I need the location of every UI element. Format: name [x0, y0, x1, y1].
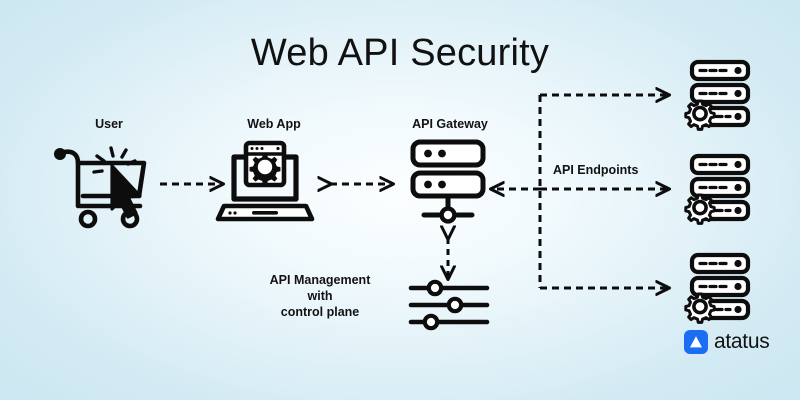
management-line-1: API Management — [269, 273, 371, 287]
brand-logo[interactable]: atatus — [684, 330, 770, 354]
node-label-api-endpoints: API Endpoints — [553, 163, 639, 177]
gear-icon — [249, 153, 281, 185]
slider-3[interactable] — [408, 313, 490, 331]
gear-icon — [684, 99, 716, 131]
slider-1[interactable] — [408, 279, 490, 297]
endpoint-3 — [684, 252, 751, 324]
management-line-2: with — [307, 289, 333, 303]
triangle-icon — [690, 336, 702, 348]
atatus-logo-icon — [684, 330, 708, 354]
server-stack-node-icon — [410, 139, 486, 224]
node-label-user: User — [95, 117, 123, 131]
gear-icon — [684, 292, 716, 324]
page-title: Web API Security — [250, 32, 550, 74]
brand-name: atatus — [714, 330, 770, 353]
gear-icon — [684, 193, 716, 225]
server-gear-icon — [684, 153, 751, 225]
server-gear-icon — [684, 59, 751, 131]
node-label-api-management: API Management with control plane — [240, 272, 400, 320]
node-label-webapp: Web App — [247, 117, 301, 131]
slider-2[interactable] — [408, 296, 490, 314]
laptop-browser-gear-icon — [215, 140, 315, 222]
shopping-cart-cursor-icon — [54, 146, 147, 229]
endpoint-1 — [684, 59, 751, 131]
endpoint-2 — [684, 153, 751, 225]
slider-controls-icon — [408, 279, 490, 331]
network-node-icon — [421, 196, 475, 224]
server-gear-icon — [684, 252, 751, 324]
management-line-3: control plane — [280, 305, 360, 319]
node-label-gateway: API Gateway — [412, 117, 488, 131]
